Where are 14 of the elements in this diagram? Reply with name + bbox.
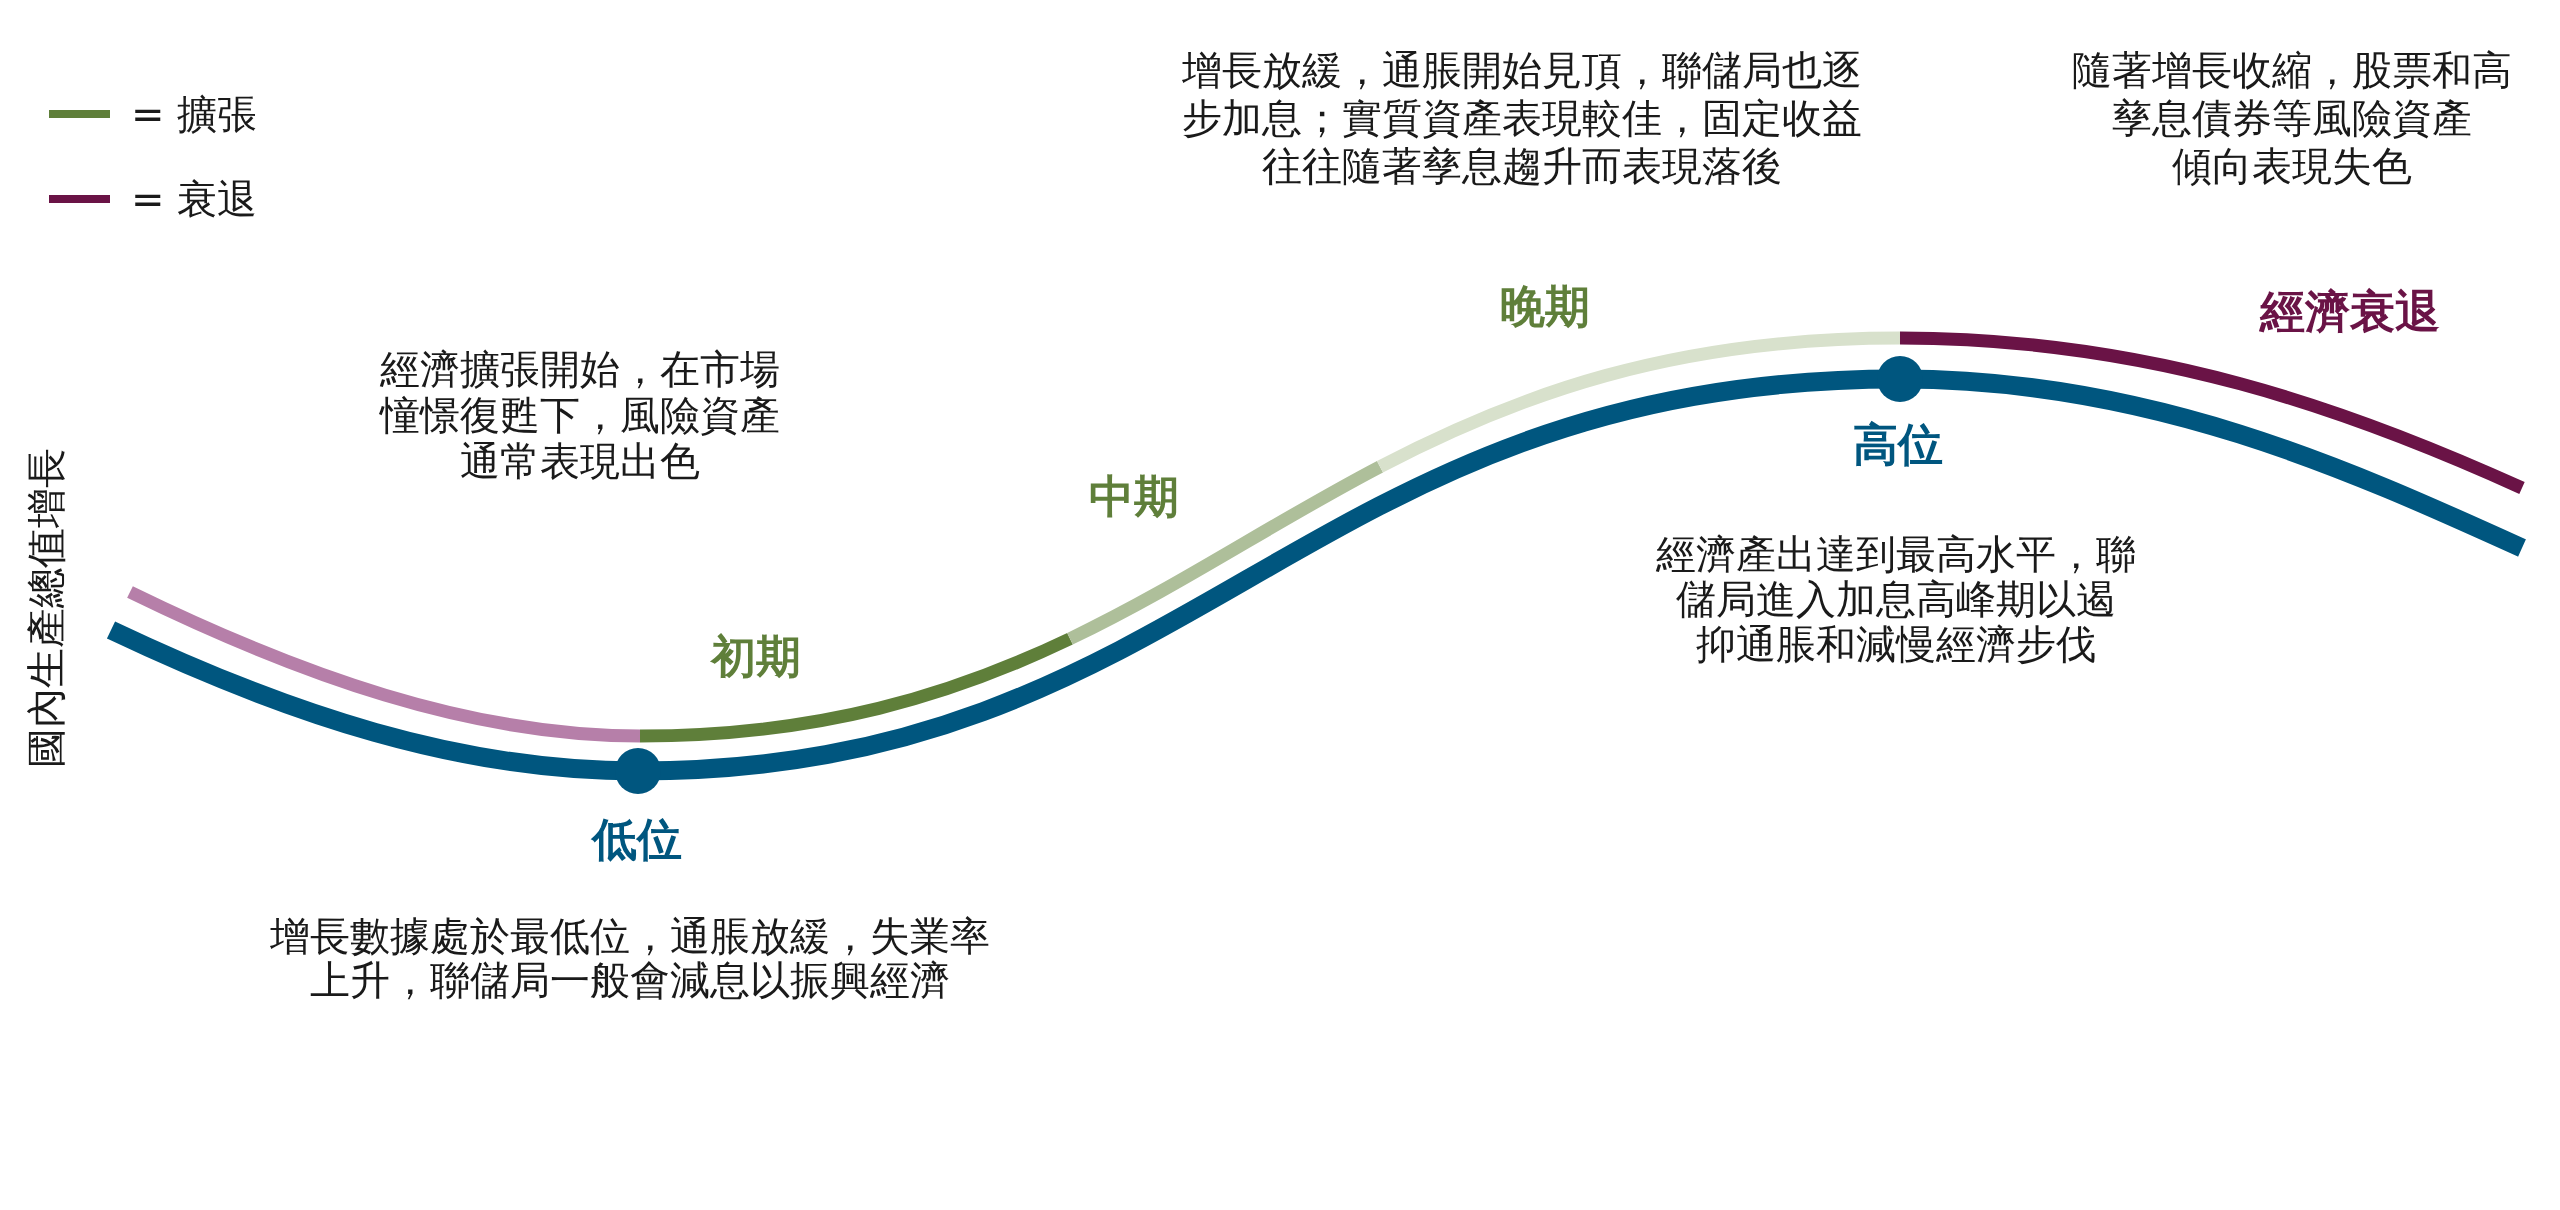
point-label: 高位 <box>1853 419 1943 471</box>
description-text: 經濟擴張開始，在市場憧憬復甦下，風險資產通常表現出色 <box>378 346 781 484</box>
description-text: 經濟產出達到最高水平，聯儲局進入加息高峰期以遏抑通脹和減慢經濟步伐 <box>1655 532 2137 667</box>
legend-label: = 衰退 <box>131 176 258 222</box>
description-text: 增長數據處於最低位，通脹放緩，失業率上升，聯儲局一般會減息以振興經濟 <box>269 914 991 1002</box>
description-text: 隨著增長收縮，股票和高孳息債券等風險資產傾向表現失色 <box>2071 46 2513 190</box>
axis-title: 國內生產總值增長 <box>23 448 69 768</box>
description-text: 增長放緩，通脹開始見頂，聯儲局也逐步加息；實質資產表現較佳，固定收益往往隨著孳息趨升而表現落後 <box>1181 46 1863 190</box>
point-label: 低位 <box>592 814 682 866</box>
phase-label: 晚期 <box>1500 281 1590 333</box>
phase-label: 初期 <box>711 631 801 683</box>
phase-label: 經濟衰退 <box>2260 286 2440 338</box>
legend-label: = 擴張 <box>131 91 258 137</box>
phase-label: 中期 <box>1089 471 1179 523</box>
